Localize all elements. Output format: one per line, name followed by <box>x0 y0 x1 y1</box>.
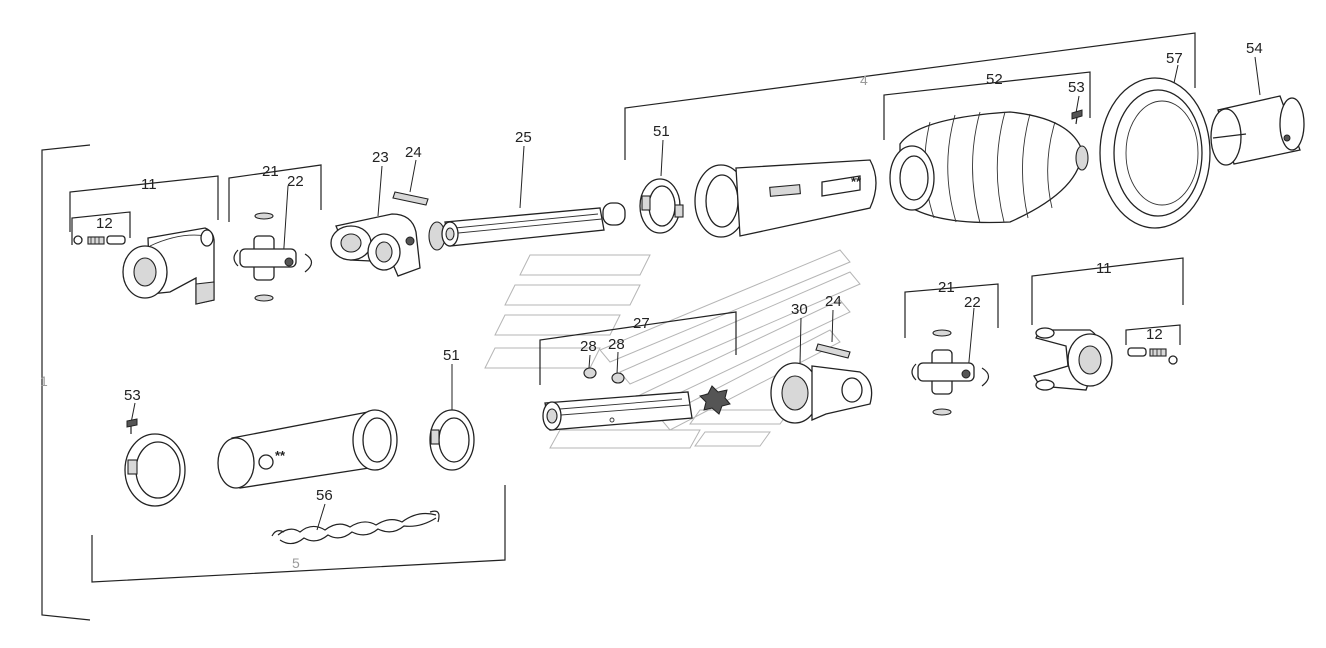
inner-yoke <box>330 213 446 277</box>
outer-tube-bottom <box>217 409 398 489</box>
callout-22-right: 22 <box>964 294 981 311</box>
yoke-right <box>1033 327 1113 391</box>
callout-11-left: 11 <box>141 176 157 193</box>
callout-12-left: 12 <box>96 215 113 232</box>
yoke-left <box>122 227 215 305</box>
double-star-mark-top: ** <box>851 174 862 189</box>
callout-51-bottom: 51 <box>443 347 460 364</box>
callout-24-bottom: 24 <box>825 293 842 310</box>
callout-21-left: 21 <box>262 163 279 180</box>
screw-washer-right <box>1127 347 1178 365</box>
callout-53-left: 53 <box>124 387 141 404</box>
bearing-ring-bottom <box>429 409 475 471</box>
guard-cap-left <box>124 433 186 507</box>
plug-b <box>611 372 625 384</box>
callout-56: 56 <box>316 487 333 504</box>
cross-journal-left <box>233 212 313 302</box>
screw-left <box>126 418 138 434</box>
callout-52: 52 <box>986 71 1003 88</box>
callout-23: 23 <box>372 149 389 166</box>
bellows-guard <box>889 111 1089 224</box>
spring-pin-bottom <box>815 343 851 359</box>
callout-51-top: 51 <box>653 123 670 140</box>
plug-a <box>583 367 597 379</box>
guard-cone-top <box>694 159 877 238</box>
callout-27: 27 <box>633 315 650 332</box>
inner-profile-tube <box>441 202 626 247</box>
callout-25: 25 <box>515 129 532 146</box>
ghost-outline-group <box>484 249 861 449</box>
star-nut <box>699 385 731 415</box>
double-star-mark-bottom: ** <box>275 448 286 463</box>
spring-pin-top <box>392 191 429 206</box>
bearing-ring-top <box>639 178 684 234</box>
callout-5: 5 <box>292 555 300 571</box>
callout-11-right: 11 <box>1096 260 1112 277</box>
callout-12-right: 12 <box>1146 326 1163 343</box>
callout-labels: 1 4 5 11 12 21 22 23 24 25 51 52 53 57 5… <box>40 40 1263 571</box>
sleeve <box>1210 95 1305 166</box>
callout-24-top: 24 <box>405 144 422 161</box>
callout-21-right: 21 <box>938 279 955 296</box>
assembly-brackets <box>41 32 1196 621</box>
large-guard-ring <box>1099 77 1211 229</box>
inner-yoke-lower <box>770 362 873 424</box>
cross-journal-right <box>911 329 990 416</box>
safety-chain <box>271 510 440 545</box>
callout-30: 30 <box>791 301 808 318</box>
callout-4: 4 <box>860 72 868 88</box>
callout-28-a: 28 <box>580 338 597 355</box>
callout-54: 54 <box>1246 40 1263 57</box>
screw-washer-left <box>73 235 126 245</box>
inner-profile-tube-lower <box>542 391 693 431</box>
callout-1: 1 <box>40 373 48 389</box>
callout-28-b: 28 <box>608 336 625 353</box>
callout-57: 57 <box>1166 50 1183 67</box>
callout-53-top: 53 <box>1068 79 1085 96</box>
screw-top <box>1071 109 1083 125</box>
callout-22-left: 22 <box>287 173 304 190</box>
